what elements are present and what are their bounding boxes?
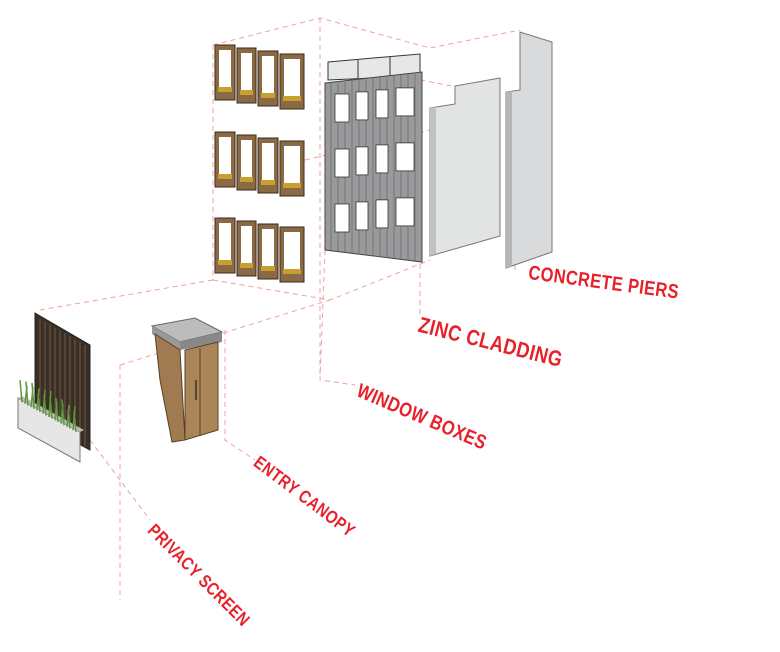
window-opening	[334, 148, 350, 178]
window-opening	[334, 203, 350, 233]
window-opening	[375, 144, 389, 174]
window-opening	[334, 93, 350, 123]
window-boxes-group	[214, 44, 305, 283]
concrete-piers	[505, 31, 553, 269]
flower-planting	[240, 177, 253, 182]
zinc-panel	[429, 77, 501, 257]
flower-planting	[218, 174, 232, 179]
window-opening	[395, 142, 415, 172]
flower-planting	[261, 266, 275, 271]
flower-planting	[283, 96, 301, 101]
flower-planting	[261, 180, 275, 185]
entry-canopy	[150, 317, 224, 443]
flower-planting	[261, 93, 275, 98]
flower-planting	[283, 269, 301, 274]
zinc-cladding-facade	[324, 53, 423, 263]
window-opening	[355, 91, 369, 121]
flower-planting	[218, 260, 232, 265]
window-opening	[395, 87, 415, 117]
flower-planting	[240, 263, 253, 268]
window-opening	[375, 199, 389, 229]
privacy-screen	[17, 312, 91, 463]
flower-planting	[218, 87, 232, 92]
window-opening	[355, 201, 369, 231]
flower-planting	[283, 183, 301, 188]
window-opening	[355, 146, 369, 176]
exploded-axonometric-diagram	[17, 17, 553, 600]
window-opening	[375, 89, 389, 119]
flower-planting	[240, 90, 253, 95]
window-opening	[395, 197, 415, 227]
